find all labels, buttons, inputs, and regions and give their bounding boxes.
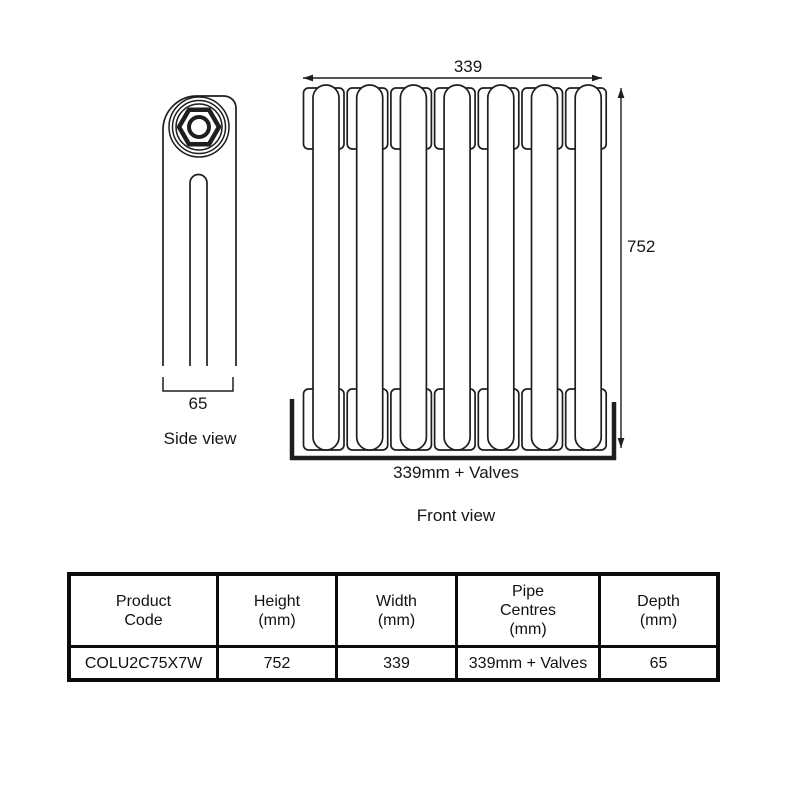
col-header-height: Height (mm) bbox=[216, 572, 338, 648]
cell-height: 752 bbox=[216, 645, 338, 682]
spec-table: Product Code Height (mm) Width (mm) Pipe… bbox=[67, 572, 720, 682]
front-view-pipe-centres-dimension: 339mm + Valves bbox=[393, 463, 519, 482]
front-tubes bbox=[312, 84, 603, 451]
front-view-height-dimension: 752 bbox=[627, 237, 655, 256]
arrow-down-icon bbox=[617, 438, 625, 448]
hex-nut-icon bbox=[176, 107, 222, 147]
front-view-width-dimension: 339 bbox=[454, 57, 482, 76]
nut-bore bbox=[187, 115, 211, 139]
cell-product-code: COLU2C75X7W bbox=[67, 645, 219, 682]
depth-dimension-bracket bbox=[162, 377, 234, 392]
cell-depth: 65 bbox=[598, 645, 720, 682]
col-header-product-code: Product Code bbox=[67, 572, 219, 648]
cell-width: 339 bbox=[335, 645, 458, 682]
arrow-left-icon bbox=[303, 74, 313, 82]
side-view-body bbox=[162, 95, 237, 366]
side-view-slot bbox=[189, 173, 208, 366]
pipe-centres-bracket bbox=[289, 399, 617, 461]
col-header-pipe-centres: Pipe Centres (mm) bbox=[455, 572, 601, 648]
side-view-depth-dimension: 65 bbox=[189, 394, 208, 413]
cell-pipe-centres: 339mm + Valves bbox=[455, 645, 601, 682]
height-dimension-line: 752 bbox=[617, 88, 655, 448]
side-view-drawing: 65 Side view bbox=[162, 95, 237, 448]
arrow-up-icon bbox=[617, 88, 625, 98]
spec-table-header-row: Product Code Height (mm) Width (mm) Pipe… bbox=[67, 572, 720, 648]
front-view-columns bbox=[302, 84, 608, 451]
bushing-rings bbox=[168, 96, 230, 158]
col-header-width: Width (mm) bbox=[335, 572, 458, 648]
front-view-drawing: 339 752 339mm + Valves Front view bbox=[289, 57, 655, 525]
side-view-label: Side view bbox=[164, 429, 237, 448]
width-dimension-line: 339 bbox=[303, 57, 602, 82]
col-header-depth: Depth (mm) bbox=[598, 572, 720, 648]
front-view-label: Front view bbox=[417, 506, 496, 525]
arrow-right-icon bbox=[592, 74, 602, 82]
spec-table-data-row: COLU2C75X7W 752 339 339mm + Valves 65 bbox=[67, 645, 720, 682]
